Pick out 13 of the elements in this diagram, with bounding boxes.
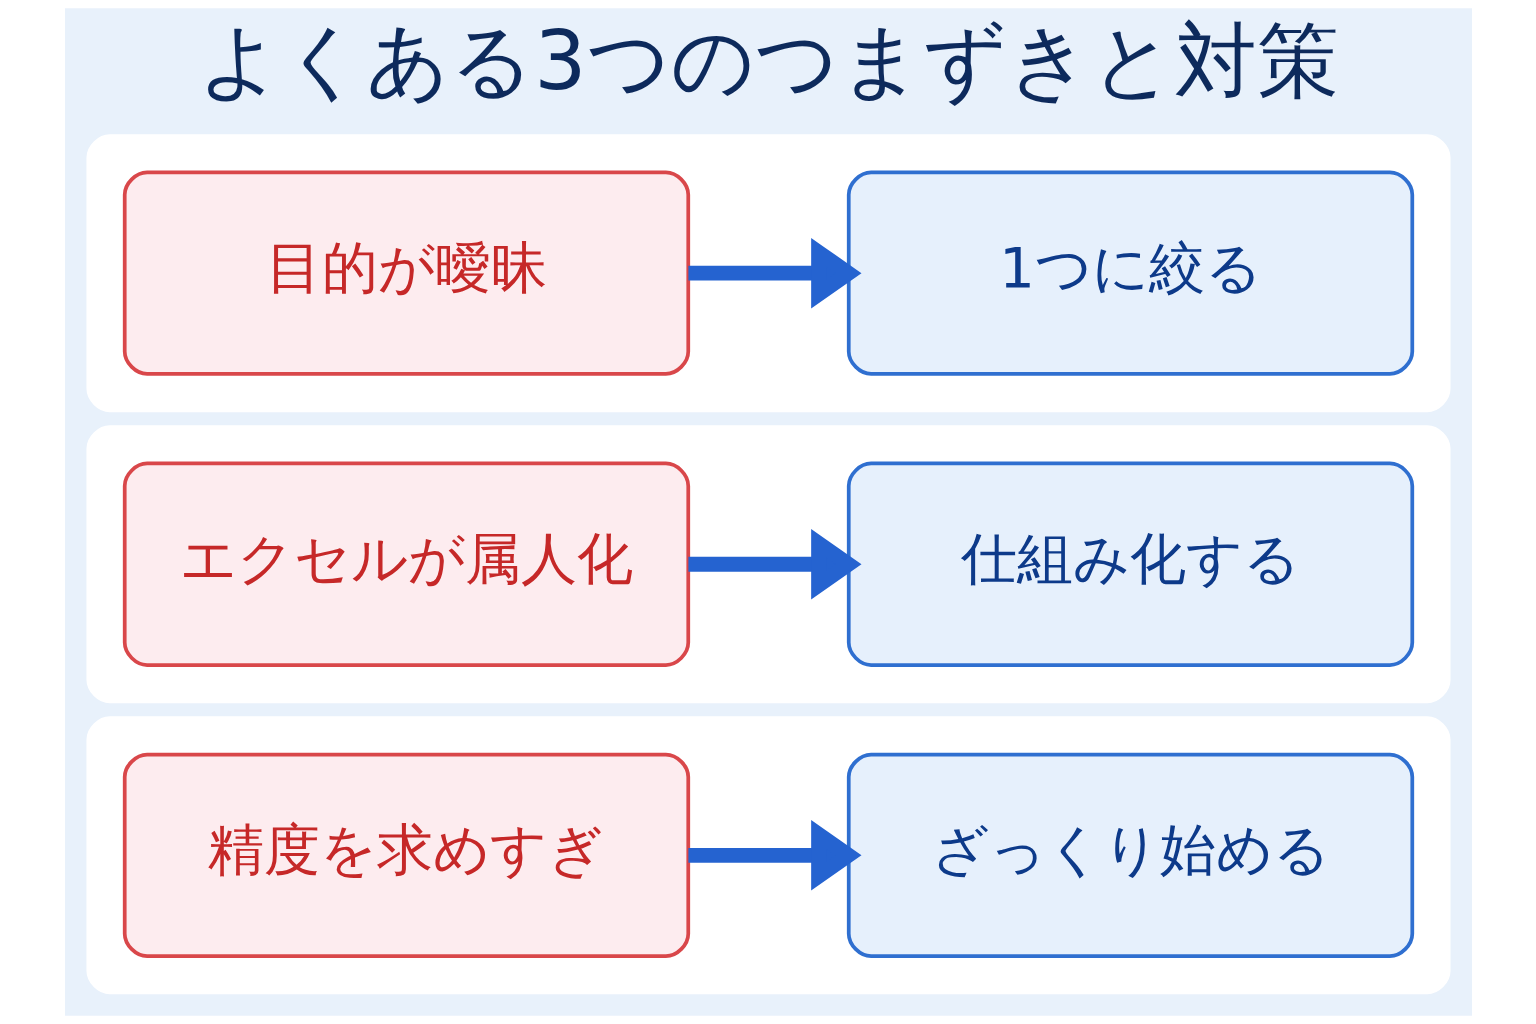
node-box: 仕組み化する [846, 461, 1414, 667]
node-box: 精度を求めすぎ [122, 752, 690, 958]
node-box: ざっくり始める [846, 752, 1414, 958]
diagram-title: よくある3つのつまずきと対策 [197, 12, 1339, 108]
arrow [687, 820, 861, 891]
node-box: 1つに絞る [846, 170, 1414, 376]
arrow [687, 237, 861, 309]
cluster [85, 134, 1451, 413]
cluster [85, 716, 1451, 995]
cluster [85, 425, 1451, 704]
arrow [687, 529, 861, 600]
node-box: 目的が曖昧 [122, 170, 690, 376]
node-box: エクセルが属人化 [122, 461, 690, 667]
